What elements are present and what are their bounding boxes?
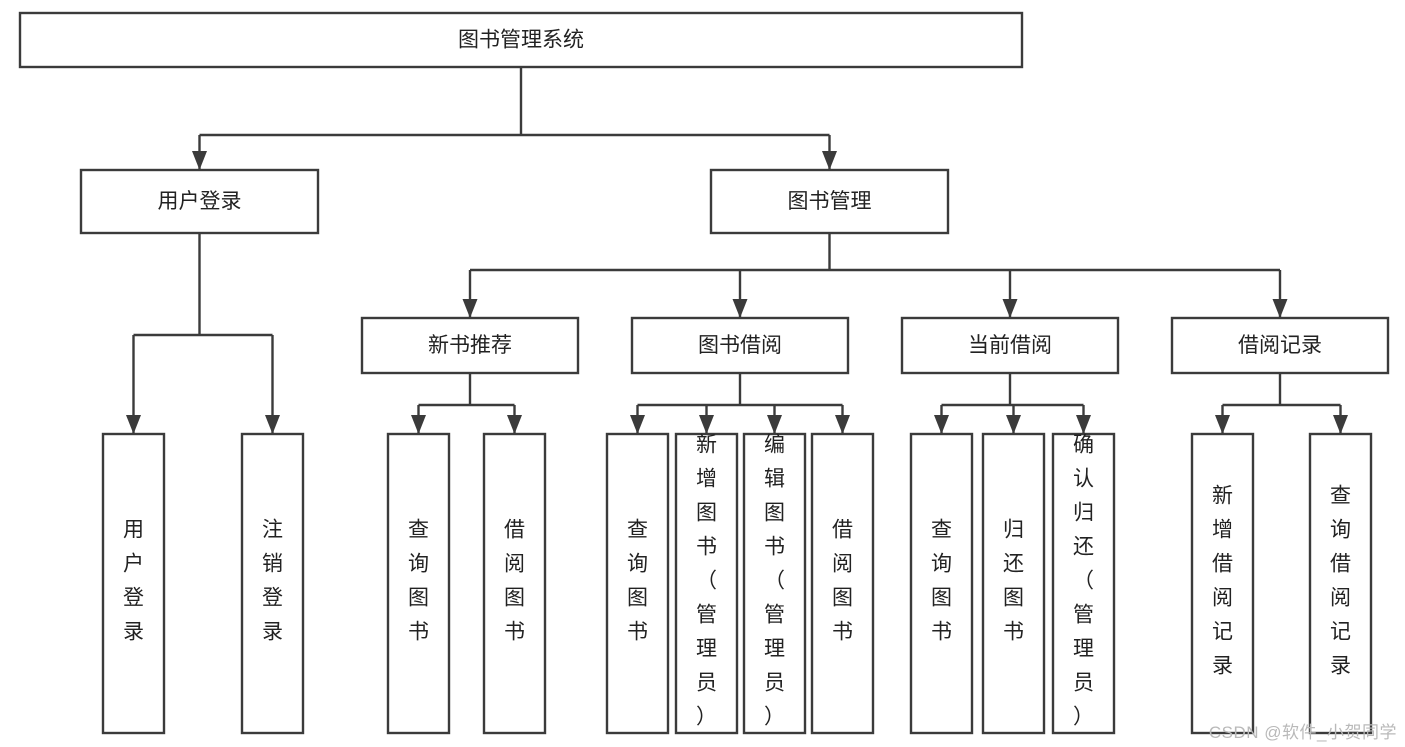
node-borrow-record[interactable]: 借阅记录 [1170,316,1390,375]
node-box-leaf-query-book-3[interactable] [909,432,974,735]
node-leaf-query-book-1[interactable]: 查询图书 [386,432,451,735]
edge-group-borrow-record [1215,373,1348,434]
node-box-current-borrow[interactable] [900,316,1120,375]
node-label-new-book-recommend: 新书推荐 [428,334,512,357]
edge-group-new-book-recommend [411,373,522,434]
csdn-watermark: CSDN @软件_小贺同学 [1208,723,1397,742]
node-box-root[interactable] [18,11,1024,69]
node-box-book-management[interactable] [709,168,950,235]
edge-group-book-borrow [630,373,850,434]
node-leaf-borrow-book-2[interactable]: 借阅图书 [810,432,875,735]
node-label-leaf-borrow-book-1: 借阅图书 [504,519,525,644]
node-root[interactable]: 图书管理系统 [18,11,1024,69]
node-new-book-recommend[interactable]: 新书推荐 [360,316,580,375]
nodes-layer: 图书管理系统用户登录图书管理新书推荐图书借阅当前借阅借阅记录用户登录注销登录查询… [18,11,1390,735]
node-box-leaf-edit-book[interactable] [742,432,807,735]
arrow-head [767,415,782,434]
edge-group-book-management [462,233,1288,318]
node-label-leaf-query-book-3: 查询图书 [931,519,952,644]
edge-group-user-login [126,233,280,434]
arrow-head [822,151,837,170]
node-box-leaf-user-login[interactable] [101,432,166,735]
arrow-head [1272,299,1288,318]
arrow-head [1002,299,1018,318]
edge-group-current-borrow [934,373,1091,434]
node-label-leaf-user-login: 用户登录 [123,519,144,644]
edge-group-root [192,67,837,170]
node-book-borrow[interactable]: 图书借阅 [630,316,850,375]
node-label-leaf-query-book-1: 查询图书 [408,519,429,644]
node-leaf-query-book-3[interactable]: 查询图书 [909,432,974,735]
arrow-head [411,415,426,434]
node-box-leaf-add-record[interactable] [1190,432,1255,735]
node-label-user-login: 用户登录 [158,190,242,213]
node-label-leaf-borrow-book-2: 借阅图书 [832,519,853,644]
node-box-new-book-recommend[interactable] [360,316,580,375]
node-label-leaf-edit-book: 编辑图书（管理员） [764,434,785,729]
node-box-leaf-borrow-book-1[interactable] [482,432,547,735]
arrow-head [462,299,478,318]
arrow-head [1215,415,1230,434]
node-label-leaf-query-book-2: 查询图书 [627,519,648,644]
arrow-head [1076,415,1091,434]
node-box-leaf-add-book[interactable] [674,432,739,735]
node-label-leaf-add-book: 新增图书（管理员） [696,434,717,729]
node-leaf-query-book-2[interactable]: 查询图书 [605,432,670,735]
arrow-head [1006,415,1021,434]
node-leaf-return-book[interactable]: 归还图书 [981,432,1046,735]
arrow-head [732,299,748,318]
node-label-leaf-return-book: 归还图书 [1003,519,1024,644]
arrow-head [835,415,850,434]
node-leaf-confirm-return[interactable]: 确认归还（管理员） [1051,432,1116,735]
arrow-head [507,415,522,434]
node-box-borrow-record[interactable] [1170,316,1390,375]
node-label-current-borrow: 当前借阅 [968,334,1052,357]
node-label-leaf-confirm-return: 确认归还（管理员） [1073,434,1094,729]
node-box-leaf-confirm-return[interactable] [1051,432,1116,735]
node-box-leaf-query-record[interactable] [1308,432,1373,735]
node-box-leaf-query-book-2[interactable] [605,432,670,735]
node-leaf-add-record[interactable]: 新增借阅记录 [1190,432,1255,735]
node-leaf-edit-book[interactable]: 编辑图书（管理员） [742,432,807,735]
node-label-book-management: 图书管理 [788,190,872,213]
edges-layer [126,67,1348,434]
node-box-user-login[interactable] [79,168,320,235]
node-leaf-logout[interactable]: 注销登录 [240,432,305,735]
node-leaf-user-login[interactable]: 用户登录 [101,432,166,735]
node-box-leaf-logout[interactable] [240,432,305,735]
arrow-head [630,415,645,434]
arrow-head [265,415,280,434]
arrow-head [1333,415,1348,434]
arrow-head [126,415,141,434]
node-label-leaf-add-record: 新增借阅记录 [1212,485,1233,678]
node-label-root: 图书管理系统 [458,29,584,52]
node-leaf-borrow-book-1[interactable]: 借阅图书 [482,432,547,735]
node-box-leaf-borrow-book-2[interactable] [810,432,875,735]
node-label-leaf-logout: 注销登录 [262,519,283,644]
node-leaf-add-book[interactable]: 新增图书（管理员） [674,432,739,735]
node-user-login[interactable]: 用户登录 [79,168,320,235]
node-current-borrow[interactable]: 当前借阅 [900,316,1120,375]
node-box-leaf-query-book-1[interactable] [386,432,451,735]
arrow-head [934,415,949,434]
node-label-book-borrow: 图书借阅 [698,334,782,357]
node-leaf-query-record[interactable]: 查询借阅记录 [1308,432,1373,735]
node-box-leaf-return-book[interactable] [981,432,1046,735]
node-book-management[interactable]: 图书管理 [709,168,950,235]
arrow-head [192,151,207,170]
arrow-head [699,415,714,434]
node-label-leaf-query-record: 查询借阅记录 [1330,485,1351,678]
node-label-borrow-record: 借阅记录 [1238,334,1322,357]
node-box-book-borrow[interactable] [630,316,850,375]
